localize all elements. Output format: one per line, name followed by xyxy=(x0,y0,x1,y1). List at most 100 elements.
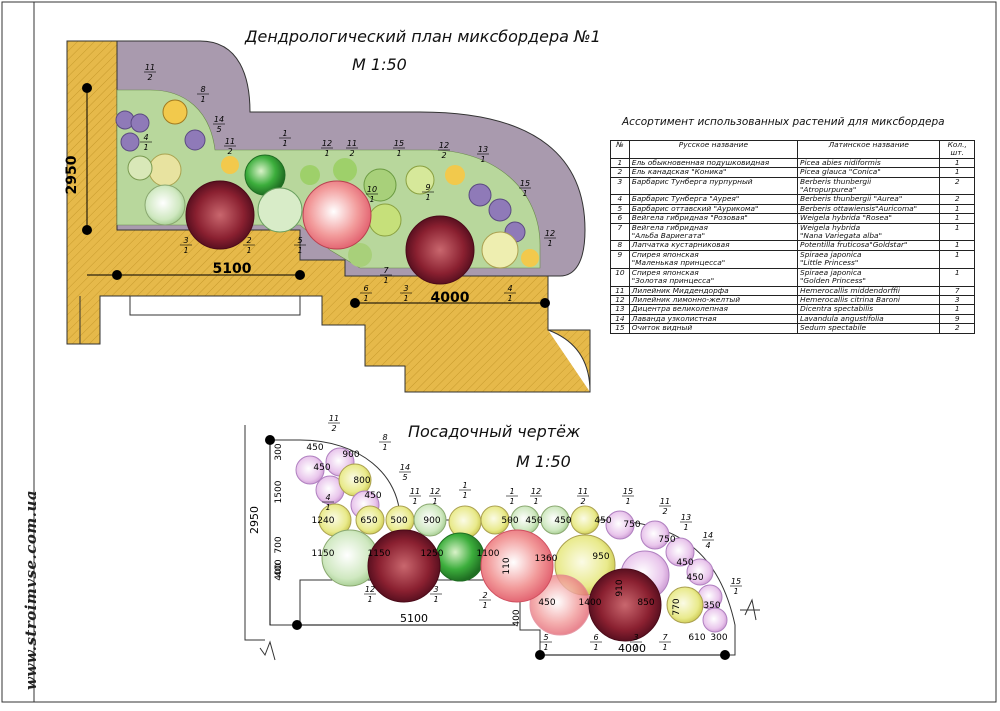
plant-number: 12 xyxy=(430,487,440,496)
cell-ru: Барбарис Тунберга "Аурея" xyxy=(628,194,799,205)
cell-lat: Potentilla fruticosa"Goldstar" xyxy=(797,240,941,251)
plant-count: 1 xyxy=(509,497,514,506)
plant-number: 13 xyxy=(478,145,488,154)
dimension-value: 1400 xyxy=(579,598,602,608)
plant-count: 1 xyxy=(507,294,512,303)
dimension-value: 850 xyxy=(637,598,654,608)
cell-ru: Спирея японская "Маленькая принцесса" xyxy=(628,249,799,269)
dimension-value: 750 xyxy=(623,520,640,530)
dimension-value: 770 xyxy=(672,598,682,615)
plant-count: 1 xyxy=(733,587,738,596)
plant-label: 21 xyxy=(479,591,491,610)
plant-number: 5 xyxy=(543,633,548,642)
dimension-value: 4000 xyxy=(618,642,646,655)
cell-num: 7 xyxy=(610,222,630,242)
cell-qty: 1 xyxy=(939,213,975,224)
plant-number: 10 xyxy=(367,185,377,194)
cell-qty: 1 xyxy=(939,222,975,242)
cell-num: 15 xyxy=(610,323,630,334)
plant-label: 111 xyxy=(409,487,421,506)
plant-label: 31 xyxy=(630,633,642,652)
plant-label: 145 xyxy=(213,115,225,134)
cell-lat: Sedum spectabile xyxy=(797,323,941,334)
plant-count: 5 xyxy=(402,473,407,482)
plant-number: 3 xyxy=(433,585,438,594)
dimension-value: 1250 xyxy=(421,549,444,559)
dimension-value: 700 xyxy=(274,536,284,553)
planting-title: Посадочный чертёж xyxy=(408,422,581,441)
dimension-value: 450 xyxy=(313,463,330,473)
dimension-value: 450 xyxy=(594,516,611,526)
cell-num: 3 xyxy=(610,176,630,196)
cell-lat: Weigela hybrida "Nana Variegata alba" xyxy=(797,222,941,242)
plant-number: 6 xyxy=(363,284,368,293)
dimension-value: 450 xyxy=(364,491,381,501)
plant-number: 9 xyxy=(425,183,430,192)
plant-label: 112 xyxy=(346,139,358,158)
plant-count: 2 xyxy=(331,424,336,433)
col-header-qty: Кол., шт. xyxy=(939,140,975,159)
plant-label: 121 xyxy=(364,585,376,604)
cell-ru: Очиток видный xyxy=(628,323,799,334)
dimension-value: 450 xyxy=(686,573,703,583)
dimension-value: 450 xyxy=(525,516,542,526)
dimension-value: 110 xyxy=(502,557,512,574)
plant-label: 51 xyxy=(294,236,306,255)
plant-count: 1 xyxy=(403,294,408,303)
cell-qty: 1 xyxy=(939,304,975,315)
dimension-value: 350 xyxy=(703,601,720,611)
assortment-title: Ассортимент использованных растений для … xyxy=(622,116,945,128)
plant-number: 6 xyxy=(593,633,598,642)
col-header-lat: Латинское название xyxy=(797,140,941,159)
plant-number: 4 xyxy=(325,493,330,502)
plant-count: 1 xyxy=(522,189,527,198)
dimension-value: 650 xyxy=(360,516,377,526)
dimension-value: 450 xyxy=(554,516,571,526)
dimension-value: 1150 xyxy=(368,549,391,559)
cell-lat: Berberis thunbergii "Aurea" xyxy=(797,194,941,205)
plant-count: 1 xyxy=(662,643,667,652)
dimension-value: 910 xyxy=(615,579,625,596)
plant-label: 121 xyxy=(544,229,556,248)
plant-label: 61 xyxy=(590,633,602,652)
plant-label: 122 xyxy=(438,141,450,160)
plant-number: 11 xyxy=(225,137,235,146)
plan-dim-width1: 5100 xyxy=(213,261,252,277)
plant-count: 1 xyxy=(324,149,329,158)
plan-scale: М 1:50 xyxy=(352,55,407,74)
plant-label: 112 xyxy=(577,487,589,506)
plant-label: 41 xyxy=(504,284,516,303)
plant-count: 1 xyxy=(383,276,388,285)
plant-count: 1 xyxy=(462,491,467,500)
plant-number: 12 xyxy=(439,141,449,150)
cell-ru: Барбарис Тунберга пурпурный xyxy=(628,176,799,196)
cell-num: 9 xyxy=(610,249,630,269)
plan-dim-width2: 4000 xyxy=(431,290,470,306)
plant-label: 151 xyxy=(393,139,405,158)
plant-label: 151 xyxy=(730,577,742,596)
cell-num: 2 xyxy=(610,167,630,178)
cell-ru: Лапчатка кустарниковая xyxy=(628,240,799,251)
plant-number: 11 xyxy=(145,63,155,72)
plant-number: 1 xyxy=(509,487,514,496)
plant-number: 11 xyxy=(329,414,339,423)
plant-number: 14 xyxy=(214,115,224,124)
dimension-value: 1360 xyxy=(535,554,558,564)
dimension-value: 900 xyxy=(423,516,440,526)
cell-lat: Spiraea japonica "Golden Princess" xyxy=(797,267,941,287)
cell-lat: Spiraea japonica "Little Princess" xyxy=(797,249,941,269)
plant-label: 101 xyxy=(366,185,378,204)
plant-number: 15 xyxy=(394,139,404,148)
plant-count: 1 xyxy=(625,497,630,506)
plant-label: 121 xyxy=(429,487,441,506)
cell-qty: 7 xyxy=(939,285,975,296)
